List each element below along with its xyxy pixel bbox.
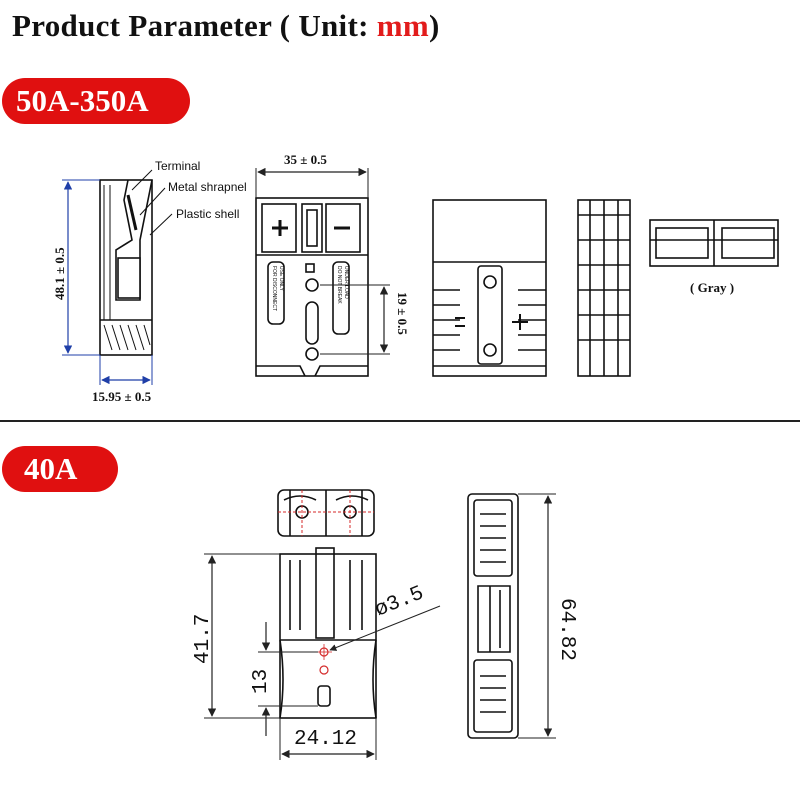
face-text-4: UNDER LOAD [343,266,349,299]
callout-metal-shrapnel: Metal shrapnel [168,180,247,194]
dim-length-64-82 [518,493,556,739]
dim-height-48-1: 48.1 ± 0.5 [52,179,100,356]
title-prefix: Product Parameter ( Unit: [12,8,377,43]
red-centerlines-top [278,490,374,536]
callout-lines [131,169,173,236]
top-view-40a [277,489,375,537]
dim-width-24-12 [279,718,377,760]
dim-width-15-95: 15.95 ± 0.5 [92,355,153,404]
section-badge-40a: 40A [2,446,118,492]
dim-hole-dia-label: ø3.5 [372,582,427,622]
dim-width-label: 15.95 ± 0.5 [92,389,152,404]
section-badge-50a-350a: 50A-350A [2,78,190,124]
dim-height-41-7 [204,553,280,719]
callout-plastic-shell: Plastic shell [176,207,239,221]
color-note: ( Gray ) [690,280,734,295]
title-unit: mm [376,8,430,43]
face-text-2: USE ONLY [278,266,284,292]
dim-face-width-label: 35 ± 0.5 [284,152,327,167]
dim-41-7-label: 41.7 [192,614,215,664]
page-title: Product Parameter ( Unit: mm) [12,8,440,44]
front-face-view [255,197,369,377]
face-text-1: FOR DISCONNECT [271,266,277,311]
side-profile-view [577,199,631,377]
dim-hole-spacing-19 [320,284,390,355]
red-holes-40a [316,644,332,675]
dim-hole-spacing-13 [258,622,318,736]
dim-64-82-label: 64.82 [555,598,578,661]
dim-height-label: 48.1 ± 0.5 [52,247,67,300]
side-view-40a [467,493,519,739]
section-divider [0,420,800,422]
title-suffix: ) [429,8,440,43]
dim-face-width-35 [255,167,369,198]
dim-24-12-label: 24.12 [294,728,357,751]
top-view [649,219,779,267]
dim-hole-dia-leader [329,605,441,651]
side-section-view [99,179,153,356]
callout-terminal: Terminal [155,159,200,173]
front-view-40a [279,547,377,719]
dim-13-label: 13 [250,669,273,694]
dim-hole-spacing-label: 19 ± 0.5 [395,292,410,335]
back-view [432,199,547,377]
